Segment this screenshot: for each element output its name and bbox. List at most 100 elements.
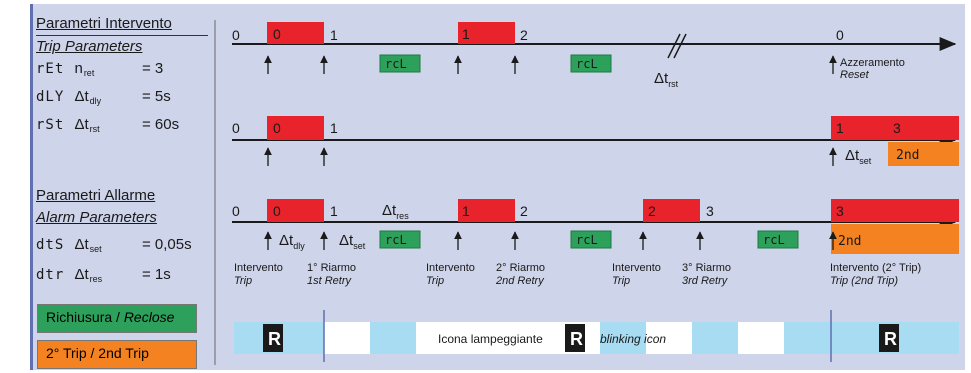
event-caption-en: Trip <box>234 275 252 287</box>
rcl-label: rcL <box>763 233 785 247</box>
blink-strip: R R R Icona lampeggiante blinking icon <box>234 310 959 362</box>
row1-rcl-1 <box>570 54 612 73</box>
row3-2nd-badge <box>831 224 959 254</box>
event-caption: 1° Riarmo <box>307 262 356 274</box>
row3-rcl-2 <box>757 230 799 249</box>
param-dts: dtS Δtset = 0,05s <box>36 236 192 254</box>
event-caption-en: Trip (2nd Trip) <box>830 275 898 287</box>
param-code: dLY <box>36 89 65 105</box>
param-symbol: Δt <box>74 266 89 283</box>
row1-count: 0 <box>232 27 240 43</box>
row3-count: 1 <box>330 203 338 219</box>
event-caption: Intervento <box>426 262 475 274</box>
blink-on-segment <box>784 322 831 354</box>
param-symbol: n <box>74 60 83 77</box>
delta-symbol: Δt <box>654 70 669 87</box>
row3-block-label: 3 <box>836 203 844 219</box>
blink-on-segment <box>692 322 738 354</box>
row1-count: 2 <box>520 27 528 43</box>
param-sub: set <box>89 244 102 254</box>
panel-edge <box>30 4 33 370</box>
param-value: = 60s <box>142 116 180 133</box>
blink-label-it: Icona lampeggiante <box>438 332 543 346</box>
param-value: = 5s <box>142 88 171 105</box>
param-ret: rEt nret = 3 <box>36 60 163 78</box>
blink-r-icon <box>565 324 585 352</box>
row2-delta-set: Δtset <box>845 147 872 166</box>
param-code: dtS <box>36 237 65 253</box>
legend-reclose-label-it: Reclose <box>123 309 175 325</box>
reset-label-en: Reset <box>840 69 870 81</box>
row3-rcl-0 <box>379 230 421 249</box>
row1-block-label: 0 <box>273 26 281 42</box>
rcl-label: rcL <box>385 57 407 71</box>
row2-count: 1 <box>330 120 338 136</box>
param-sub: ret <box>83 68 95 78</box>
param-code: rEt <box>36 61 65 77</box>
legend-2nd-trip: 2° Trip / 2nd Trip <box>37 340 197 369</box>
r-icon-letter: R <box>570 329 583 349</box>
legend-reclose: Richiusura / Reclose <box>37 304 197 333</box>
delta-symbol: Δt <box>339 232 354 249</box>
delta-sub: rst <box>668 79 678 89</box>
event-caption-en: 3rd Retry <box>682 275 729 287</box>
event-caption: Intervento <box>234 262 283 274</box>
delta-sub: set <box>859 156 872 166</box>
rcl-label: rcL <box>576 233 598 247</box>
delta-symbol: Δt <box>382 202 397 219</box>
param-sub: res <box>89 274 103 284</box>
break-mark <box>673 33 687 59</box>
blink-r-icon <box>879 324 899 352</box>
row3-block-2 <box>643 199 700 222</box>
row2-block-trip <box>831 116 959 140</box>
param-symbol: Δt <box>74 88 89 105</box>
row3-rcl-1 <box>570 230 612 249</box>
row3-block-0 <box>267 199 324 222</box>
row3-block-1 <box>458 199 515 222</box>
intervento-title: Parametri Intervento <box>36 15 172 32</box>
row1-rcl-0 <box>379 54 421 73</box>
blink-on-segment <box>370 322 416 354</box>
row3-count: 2 <box>520 203 528 219</box>
param-symbol: Δt <box>74 116 89 133</box>
row2-count: 0 <box>232 120 240 136</box>
row2-block-0 <box>267 116 324 140</box>
blink-on-segment <box>600 322 646 354</box>
blink-label-en: blinking icon <box>600 332 666 346</box>
row2-block-label: 0 <box>273 120 281 136</box>
param-value: = 3 <box>142 60 164 77</box>
row2-block-label: 3 <box>893 120 901 136</box>
row2-block-label: 1 <box>836 120 844 136</box>
blink-r-icon <box>263 324 283 352</box>
event-caption-en: Trip <box>426 275 444 287</box>
event-caption: Intervento <box>612 262 661 274</box>
param-sub: rst <box>89 124 100 134</box>
blink-off-segment <box>324 322 370 354</box>
badge-label: 2nd <box>838 234 861 249</box>
param-code: rSt <box>36 117 65 133</box>
row3-delta-dly: Δtdly <box>279 232 305 251</box>
row1-delta-rst: Δtrst <box>654 70 679 89</box>
badge-label: 2nd <box>896 148 919 163</box>
param-dly: dLY Δtdly = 5s <box>36 88 171 106</box>
row1-block-1 <box>458 22 515 44</box>
rcl-label: rcL <box>385 233 407 247</box>
row1-count: 0 <box>836 27 844 43</box>
row3-delta-res: Δtres <box>382 202 409 221</box>
param-dtr: dtr Δtres = 1s <box>36 266 171 284</box>
row3-delta-set: Δtset <box>339 232 366 251</box>
r-icon-letter: R <box>268 329 281 349</box>
trip-title: Trip Parameters <box>36 38 143 55</box>
allarme-title: Parametri Allarme <box>36 187 156 204</box>
row1-block-0 <box>267 22 324 44</box>
delta-symbol: Δt <box>845 147 860 164</box>
event-caption: Intervento (2° Trip) <box>830 262 921 274</box>
blink-off-segment <box>646 322 692 354</box>
param-symbol: Δt <box>74 236 89 253</box>
rcl-label: rcL <box>576 57 598 71</box>
event-caption-en: Trip <box>612 275 630 287</box>
row1-block-label: 1 <box>462 26 470 42</box>
delta-sub: dly <box>293 241 305 251</box>
row3-block-label: 0 <box>273 203 281 219</box>
